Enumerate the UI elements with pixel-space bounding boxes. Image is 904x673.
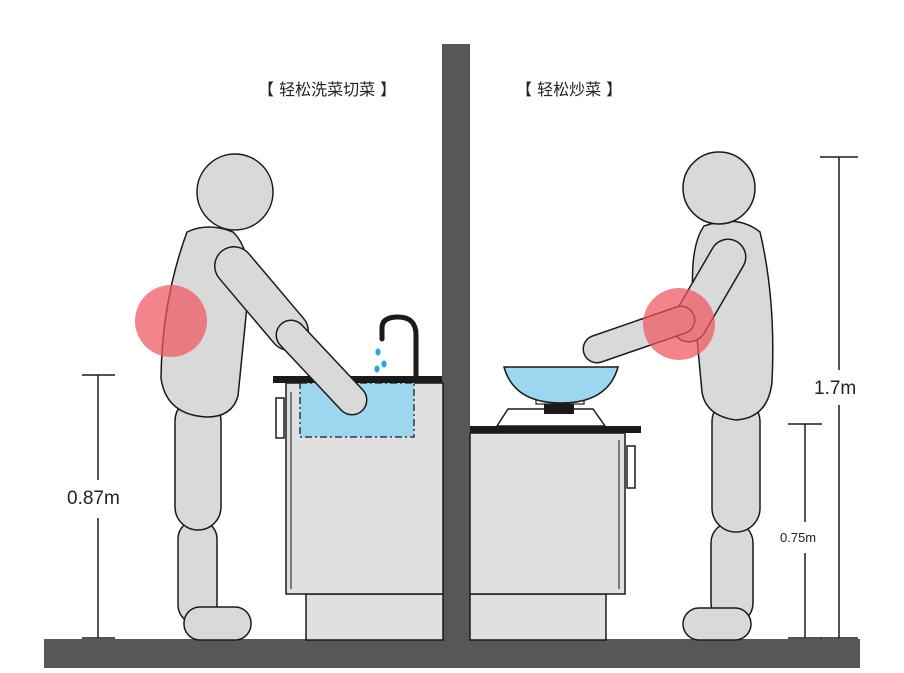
dimension-person-height (820, 156, 858, 639)
person-cooking-foot (682, 607, 752, 641)
stove-countertop (470, 426, 641, 433)
person-washing-head (196, 153, 274, 231)
sink-height-label: 0.87m (67, 488, 120, 509)
sink-countertop (273, 376, 442, 383)
person-washing-highlight (135, 285, 207, 357)
dimension-stove-height (788, 423, 822, 639)
stove-cabinet-plinth (469, 593, 607, 641)
stove-cabinet (469, 366, 641, 641)
person-cooking-highlight (643, 288, 715, 360)
gas-burner (495, 398, 607, 427)
floor (44, 639, 860, 668)
person-washing-foot (183, 606, 252, 641)
divider-wall (442, 44, 470, 640)
person-washing (135, 153, 368, 641)
person-cooking (582, 151, 774, 641)
person-washing-leg-upper (174, 397, 222, 531)
sink-cabinet-handle (275, 397, 285, 439)
panel-title-cooking: 【 轻松炒菜 】 (516, 80, 623, 99)
person-height-label: 1.7m (814, 378, 857, 399)
wok (503, 366, 619, 404)
panel-title-washing: 【 轻松洗菜切菜 】 (258, 80, 397, 99)
stove-cabinet-body (469, 432, 626, 595)
faucet (379, 314, 419, 380)
stove-cabinet-handle (626, 445, 636, 489)
stove-height-label: 0.75m (780, 530, 817, 545)
water-drops (374, 348, 387, 373)
dimension-sink-height (82, 374, 115, 639)
person-cooking-head (682, 151, 756, 225)
sink-cabinet-plinth (305, 593, 444, 641)
